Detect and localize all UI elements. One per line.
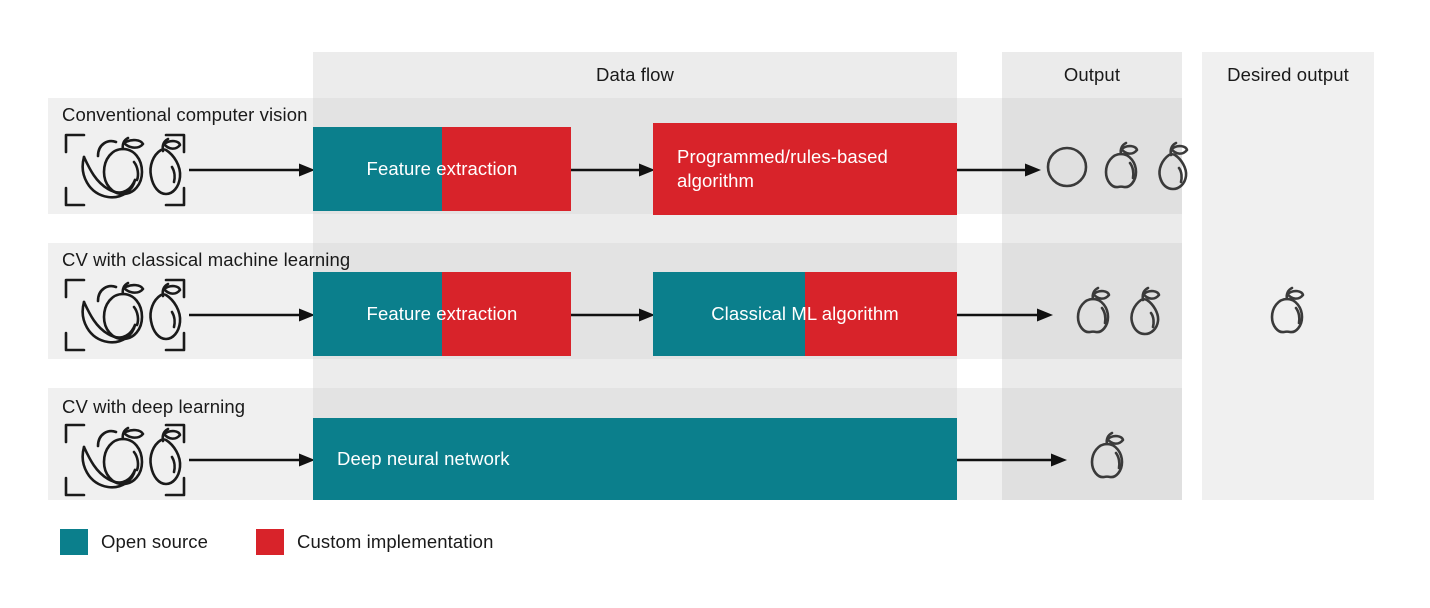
input-fruit-bracket-icon (62, 275, 188, 355)
process-box-classical-ml-algorithm[interactable]: Classical ML algorithm (653, 272, 957, 356)
teal-swatch (60, 529, 88, 555)
apple-icon (1270, 286, 1305, 334)
red-swatch (256, 529, 285, 555)
pear-icon (1130, 286, 1161, 336)
process-box-feature-extraction-conventional[interactable]: Feature extraction (313, 127, 571, 211)
row-output-shade (1002, 388, 1182, 500)
apple-icon (1090, 431, 1125, 479)
box-fill-custom (653, 123, 957, 215)
process-box-label: Feature extraction (366, 158, 518, 180)
row-output-shade (1002, 98, 1182, 214)
arrow-input-to-stage1 (189, 162, 315, 178)
input-fruit-bracket-icon (62, 130, 188, 210)
output-icons-deep-learning (1082, 428, 1132, 482)
process-box-programmed-rules-algorithm[interactable]: Programmed/rules-based algorithm (653, 123, 957, 215)
arrow-stage1-to-stage2 (571, 307, 655, 323)
process-box-label: Feature extraction (366, 303, 518, 325)
box-fill-open-source (653, 272, 805, 356)
row-title-classical-ml: CV with classical machine learning (62, 249, 351, 270)
box-fill-custom (805, 272, 957, 356)
column-header-data-flow: Data flow (595, 64, 675, 85)
arrow-stage2-to-output (957, 162, 1041, 178)
circle-icon (1046, 146, 1088, 188)
column-header-desired-output: Desired output (1227, 64, 1349, 85)
output-icons-conventional (1040, 138, 1198, 192)
legend: Open source Custom implementation (60, 529, 493, 555)
legend-item-custom-implementation: Custom implementation (256, 529, 493, 555)
box-fill-custom (442, 127, 571, 211)
column-band-desired-output: Desired output (1202, 52, 1374, 500)
row-output-shade (1002, 243, 1182, 359)
legend-label-open-source: Open source (101, 531, 209, 552)
apple-icon (1104, 141, 1139, 189)
box-fill-custom (442, 272, 571, 356)
legend-item-open-source: Open source (60, 529, 208, 555)
arrow-stage1-to-output (957, 452, 1067, 468)
process-box-label: Classical ML algorithm (711, 303, 899, 325)
box-fill-open-source (313, 127, 442, 211)
arrow-stage1-to-stage2 (571, 162, 655, 178)
box-fill-open-source (313, 418, 957, 500)
box-fill-open-source (313, 272, 442, 356)
row-title-conventional: Conventional computer vision (62, 104, 308, 125)
row-title-deep-learning: CV with deep learning (62, 396, 246, 417)
apple-icon (1076, 286, 1111, 334)
legend-label-custom-implementation: Custom implementation (297, 531, 494, 552)
pear-icon (1158, 141, 1189, 191)
arrow-stage2-to-output (957, 307, 1053, 323)
arrow-input-to-stage1 (189, 307, 315, 323)
process-box-label: Programmed/rules-based algorithm (677, 146, 888, 191)
process-box-label: Deep neural network (337, 448, 510, 470)
desired-output-icon-group (1262, 283, 1312, 337)
output-icons-classical-ml (1068, 283, 1170, 337)
column-header-output: Output (1063, 64, 1121, 85)
arrow-input-to-stage1 (189, 452, 315, 468)
process-box-feature-extraction-classical-ml[interactable]: Feature extraction (313, 272, 571, 356)
process-box-deep-neural-network[interactable]: Deep neural network (313, 418, 957, 500)
input-fruit-bracket-icon (62, 420, 188, 500)
